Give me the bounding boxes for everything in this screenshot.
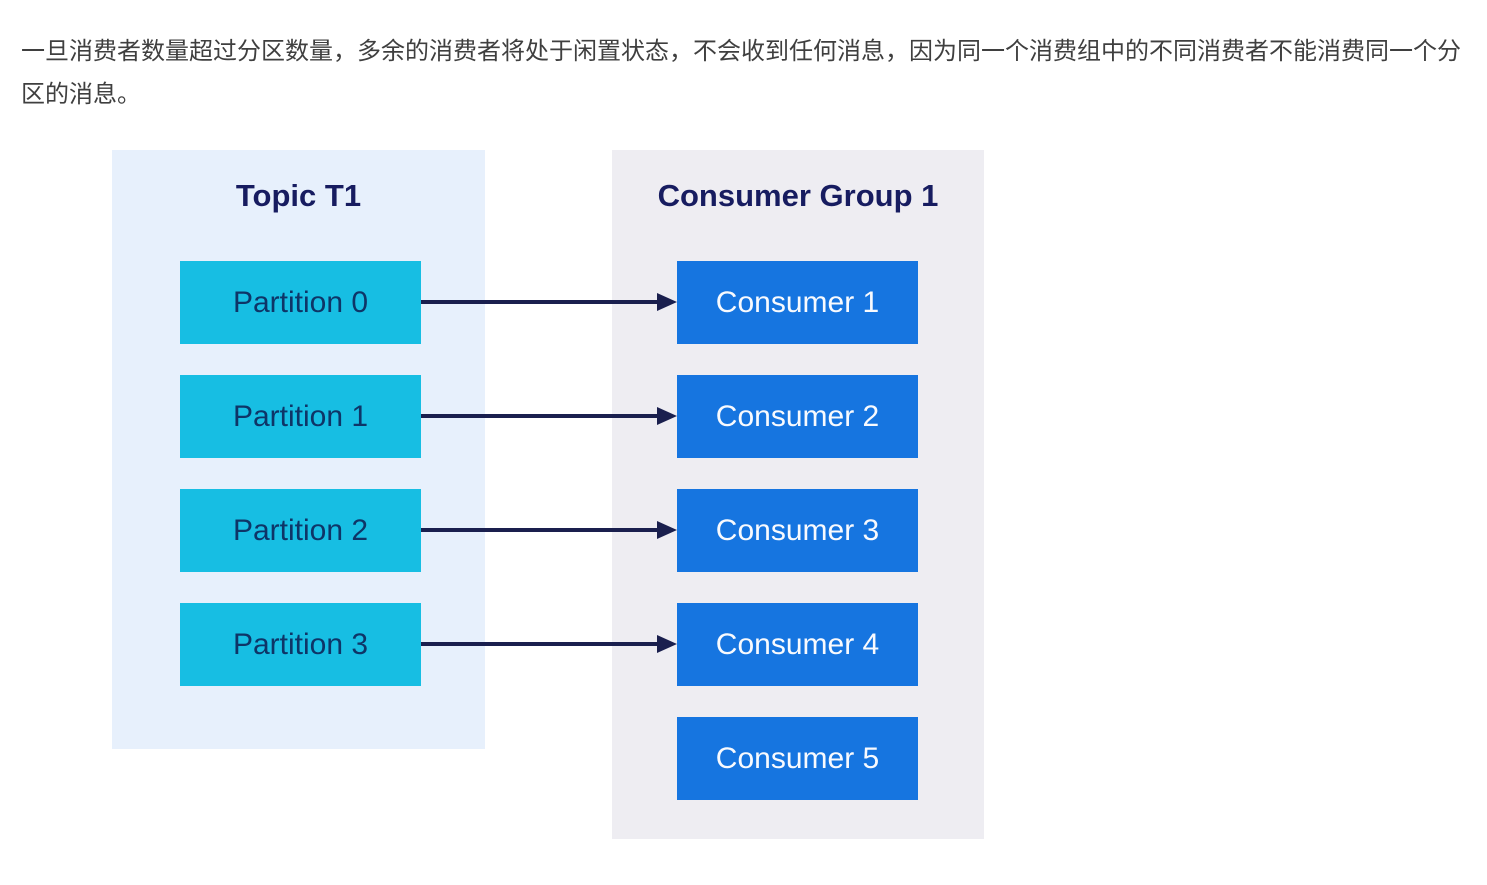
consumer-node: Consumer 2 [677,375,918,458]
assignment-arrow-head-icon [657,293,677,311]
assignment-arrow-line [421,642,658,646]
assignment-arrow-line [421,414,658,418]
partition-node: Partition 1 [180,375,421,458]
partition-node: Partition 3 [180,603,421,686]
intro-paragraph: 一旦消费者数量超过分区数量，多余的消费者将处于闲置状态，不会收到任何消息，因为同… [21,38,1461,108]
assignment-arrow-head-icon [657,635,677,653]
consumer-node: Consumer 5 [677,717,918,800]
consumer-group-title: Consumer Group 1 [657,178,939,213]
topic-panel-title: Topic T1 [235,178,362,213]
consumer-node: Consumer 4 [677,603,918,686]
assignment-arrow-head-icon [657,407,677,425]
assignment-arrow-line [421,528,658,532]
consumer-node: Consumer 3 [677,489,918,572]
partition-node: Partition 2 [180,489,421,572]
partition-node: Partition 0 [180,261,421,344]
assignment-arrow-head-icon [657,521,677,539]
assignment-arrow-line [421,300,658,304]
consumer-node: Consumer 1 [677,261,918,344]
